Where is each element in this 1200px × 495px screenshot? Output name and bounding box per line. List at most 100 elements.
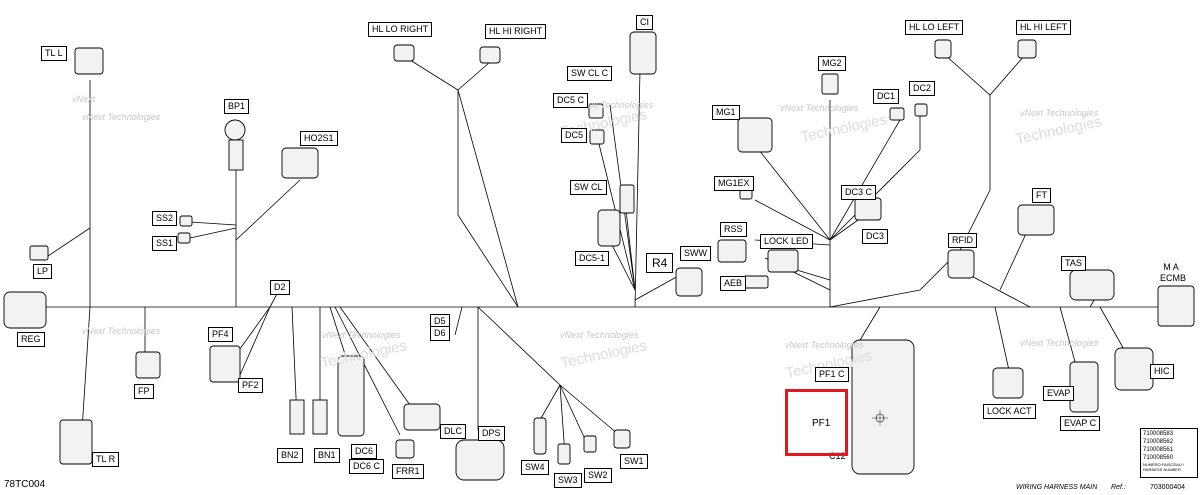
connector-label-hl-lo-left: HL LO LEFT xyxy=(905,20,964,35)
dc6-connector xyxy=(337,355,365,437)
ref-value: 703000404 xyxy=(1150,484,1186,491)
part-number: 710008562 xyxy=(1143,439,1174,445)
tl-r-connector xyxy=(59,419,93,465)
connector-label-ecmb: ECMB xyxy=(1160,273,1187,283)
hic-connector xyxy=(1114,347,1154,391)
sww-connector xyxy=(675,267,703,297)
connector-label-rss: RSS xyxy=(720,222,747,237)
connector-label-ci: CI xyxy=(636,15,653,30)
connector-label-d2: D2 xyxy=(270,280,290,295)
connector-label-evap-c: EVAP C xyxy=(1060,416,1101,431)
reg-connector xyxy=(3,291,47,329)
connector-label-dc3-c: DC3 C xyxy=(841,185,877,200)
connector-label-hl-lo-right: HL LO RIGHT xyxy=(368,22,433,37)
connector-label-pf2: PF2 xyxy=(238,378,263,393)
connector-label-frr1: FRR1 xyxy=(392,464,424,479)
part-number-block: 710008583 710008562 710008561 710008560 … xyxy=(1140,428,1198,478)
mg1-connector xyxy=(737,117,773,153)
connector-label-reg: REG xyxy=(17,332,45,347)
connector-label-dc3: DC3 xyxy=(862,229,889,244)
connector-label-tas: TAS xyxy=(1061,256,1086,271)
connector-label-ss2: SS2 xyxy=(152,211,178,226)
connector-label-rfid: RFID xyxy=(948,233,977,248)
connector-label-ft: FT xyxy=(1032,188,1051,203)
connector-label-dc1: DC1 xyxy=(873,89,900,104)
connector-label-sw4: SW4 xyxy=(521,460,549,475)
ho2s1-connector xyxy=(281,147,319,179)
connector-label-hic: HIC xyxy=(1150,364,1174,379)
pf1-highlight-box xyxy=(785,389,848,456)
drawing-id: 78TC004 xyxy=(4,479,46,490)
connector-label-c12: C12 xyxy=(829,451,846,461)
watermark: vNext Technologies xyxy=(322,330,401,340)
connector-label-sw-cl: SW CL xyxy=(570,180,607,195)
connector-label-sw3: SW3 xyxy=(554,473,582,488)
watermark: vNext Technologies xyxy=(1020,338,1099,348)
lock-led-connector xyxy=(767,249,799,273)
connector-label-sww: SWW xyxy=(680,246,711,261)
mg2-connector xyxy=(821,73,839,95)
ecmb-connector xyxy=(1157,285,1195,327)
connector-label-dc5-1: DC5-1 xyxy=(575,251,610,266)
connector-label-bn1: BN1 xyxy=(314,448,340,463)
pf1-fuse-box xyxy=(851,339,915,475)
watermark: vNext Technologies xyxy=(785,340,864,350)
watermark: vNext Technologies xyxy=(1020,108,1099,118)
hl-hi-right-connector xyxy=(479,46,501,64)
connector-label-mg1: MG1 xyxy=(712,105,740,120)
ci-connector xyxy=(629,31,657,75)
fp-connector xyxy=(135,351,161,379)
connector-label-pf1-c: PF1 C xyxy=(815,367,849,382)
connector-label-r4: R4 xyxy=(646,253,674,273)
ft-connector xyxy=(1017,204,1055,236)
part-number: 710008560 xyxy=(1143,455,1174,461)
connector-label-dc6: DC6 xyxy=(351,444,378,459)
connector-label-mg1ex: MG1EX xyxy=(714,176,754,191)
connector-label-ss1: SS1 xyxy=(152,236,178,251)
connector-label-evap: EVAP xyxy=(1043,386,1075,401)
rfid-connector xyxy=(947,249,975,279)
tas-connector xyxy=(1069,269,1115,301)
connector-label-lock-act: LOCK ACT xyxy=(983,404,1036,419)
connector-label-dc2: DC2 xyxy=(909,81,936,96)
connector-label-dc5: DC5 xyxy=(561,128,588,143)
part-number: 710008561 xyxy=(1143,447,1174,453)
connector-label-d6: D6 xyxy=(430,326,450,341)
part-number: 710008583 xyxy=(1143,431,1174,437)
connector-label-ho2s1: HO2S1 xyxy=(300,131,338,146)
connector-label-sw2: SW2 xyxy=(584,468,612,483)
bp1-terminal xyxy=(224,119,246,141)
watermark: vNext Technologies xyxy=(575,100,654,110)
watermark: vNext Technologies xyxy=(560,330,639,340)
pf4-connector xyxy=(209,345,241,383)
connector-label-dps: DPS xyxy=(478,426,505,441)
tl-l-connector xyxy=(74,47,104,75)
watermark: vNext Technologies xyxy=(82,112,161,122)
connector-label-sw-cl-c: SW CL C xyxy=(567,66,613,81)
watermark: vNext Technologies xyxy=(82,326,161,336)
lock-act-connector xyxy=(992,367,1024,399)
watermark: vNext Technologies xyxy=(780,103,859,113)
watermark: vNext xyxy=(72,94,96,104)
tl-branch-wire xyxy=(81,80,91,431)
hl-lo-right-connector xyxy=(393,44,415,62)
connector-label-sw1: SW1 xyxy=(620,454,648,469)
lp-connector xyxy=(29,245,49,261)
connector-label-mg2: MG2 xyxy=(818,56,846,71)
ref-label: Ref.: xyxy=(1111,484,1126,491)
connector-label-dlc: DLC xyxy=(440,424,467,439)
connector-label-dc5-c: DC5 C xyxy=(553,93,589,108)
connector-label-tl-r: TL R xyxy=(92,452,120,467)
connector-label-m-a: M A xyxy=(1163,262,1179,272)
connector-label-bn2: BN2 xyxy=(277,448,303,463)
drawing-title: WIRING HARNESS MAIN xyxy=(1016,484,1098,491)
rss-connector xyxy=(717,239,747,263)
connector-label-fp: FP xyxy=(134,384,154,399)
connector-label-aeb: AEB xyxy=(720,276,747,291)
dlc-connector xyxy=(403,403,441,431)
connector-label-lp: LP xyxy=(33,264,53,279)
dps-connector xyxy=(455,439,505,481)
connector-label-bp1: BP1 xyxy=(224,99,250,114)
